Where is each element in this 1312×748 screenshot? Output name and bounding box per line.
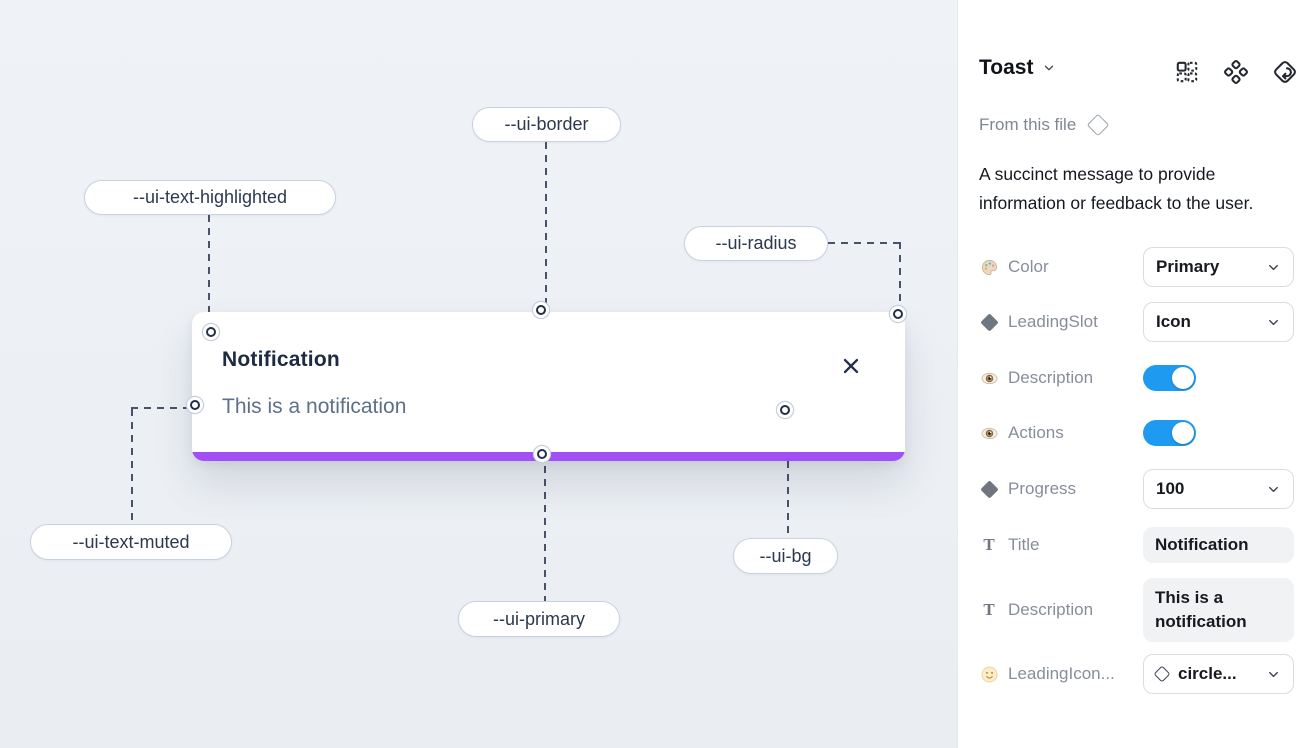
- property-row-actions-toggle: Actions: [979, 413, 1294, 453]
- property-label: Actions: [1008, 423, 1064, 442]
- actions-toggle[interactable]: [1143, 420, 1196, 446]
- panel-title-text: Toast: [979, 56, 1034, 79]
- connector-line: [131, 407, 189, 409]
- return-to-component-icon[interactable]: [1272, 59, 1298, 85]
- property-row-leadingslot: LeadingSlot Icon: [979, 302, 1294, 342]
- connector-dot-text-muted: [190, 400, 200, 410]
- css-var-label-bg: --ui-bg: [733, 538, 838, 574]
- connector-dot-border: [536, 305, 546, 315]
- toast-progress-bar: [192, 452, 905, 461]
- dropdown-value: circle...: [1178, 664, 1237, 683]
- property-row-title: T Title Notification: [979, 525, 1294, 565]
- dropdown-value: Icon: [1156, 312, 1191, 331]
- component-description: A succinct message to provide informatio…: [979, 164, 1254, 213]
- chevron-down-icon: [1269, 486, 1278, 492]
- property-row-progress: Progress 100: [979, 469, 1294, 509]
- connector-line: [787, 422, 789, 538]
- property-label: Title: [1008, 535, 1040, 554]
- chevron-down-icon: [1045, 65, 1054, 71]
- connector-dot-text-highlighted: [206, 327, 216, 337]
- css-var-label-border: --ui-border: [472, 107, 621, 142]
- leadingicon-dropdown[interactable]: circle...: [1143, 654, 1294, 694]
- instance-swap-icon[interactable]: [1174, 59, 1200, 85]
- css-var-label-text-highlighted: --ui-text-highlighted: [84, 180, 336, 215]
- component-canvas[interactable]: Notification This is a notification --ui…: [0, 0, 957, 748]
- connector-dot-radius: [893, 309, 903, 319]
- dropdown-value: 100: [1156, 479, 1185, 498]
- source-label: From this file: [979, 115, 1077, 134]
- text-icon: T: [983, 600, 995, 619]
- property-label: Progress: [1008, 479, 1077, 498]
- chevron-down-icon: [1269, 264, 1278, 270]
- text-icon: T: [983, 535, 995, 554]
- title-text-field[interactable]: Notification: [1143, 527, 1294, 563]
- leadingslot-dropdown[interactable]: Icon: [1143, 302, 1294, 342]
- close-icon[interactable]: [840, 355, 862, 377]
- property-label: LeadingSlot: [1008, 312, 1098, 331]
- css-var-label-primary: --ui-primary: [458, 601, 620, 637]
- css-var-label-radius: --ui-radius: [684, 226, 828, 261]
- toast-description: This is a notification: [222, 395, 407, 418]
- component-diamond-icon: [1086, 113, 1110, 137]
- css-var-label-text-muted: --ui-text-muted: [30, 524, 232, 560]
- toast-component[interactable]: Notification This is a notification: [192, 312, 905, 461]
- connector-line: [544, 466, 546, 601]
- connector-line: [899, 242, 901, 309]
- dropdown-value: Primary: [1156, 257, 1220, 276]
- property-row-description-toggle: Description: [979, 358, 1294, 398]
- source-row: From this file: [979, 113, 1110, 137]
- property-label: Description: [1008, 600, 1094, 619]
- progress-dropdown[interactable]: 100: [1143, 469, 1294, 509]
- toggle-knob: [1172, 367, 1194, 389]
- property-row-color: Color Primary: [979, 247, 1294, 287]
- property-label: Description: [1008, 368, 1094, 387]
- property-label: Color: [1008, 257, 1049, 276]
- description-toggle[interactable]: [1143, 365, 1196, 391]
- connector-line: [208, 215, 210, 327]
- connector-line: [828, 242, 901, 244]
- property-label: LeadingIcon...: [1008, 664, 1115, 683]
- smiley-icon: [979, 665, 999, 684]
- variables-icon[interactable]: [1223, 59, 1249, 85]
- component-selector[interactable]: Toast: [979, 56, 1056, 80]
- eye-icon: [979, 424, 999, 443]
- connector-dot-bg: [780, 405, 790, 415]
- chevron-down-icon: [1269, 671, 1278, 677]
- color-dropdown[interactable]: Primary: [1143, 247, 1294, 287]
- component-diamond-icon: [1153, 665, 1171, 683]
- toast-title: Notification: [222, 348, 340, 371]
- property-row-leadingicon: LeadingIcon... circle...: [979, 654, 1294, 694]
- property-row-description-text: T Description This is a notification: [979, 578, 1294, 642]
- diamond-icon: [979, 312, 999, 332]
- toggle-knob: [1172, 422, 1194, 444]
- chevron-down-icon: [1269, 319, 1278, 325]
- description-text-field[interactable]: This is a notification: [1143, 578, 1294, 642]
- connector-line: [131, 409, 133, 524]
- connector-dot-primary: [537, 449, 547, 459]
- palette-icon: [979, 258, 999, 277]
- connector-line: [545, 142, 547, 306]
- properties-panel: Toast: [957, 0, 1312, 748]
- eye-icon: [979, 369, 999, 388]
- diamond-icon: [979, 479, 999, 499]
